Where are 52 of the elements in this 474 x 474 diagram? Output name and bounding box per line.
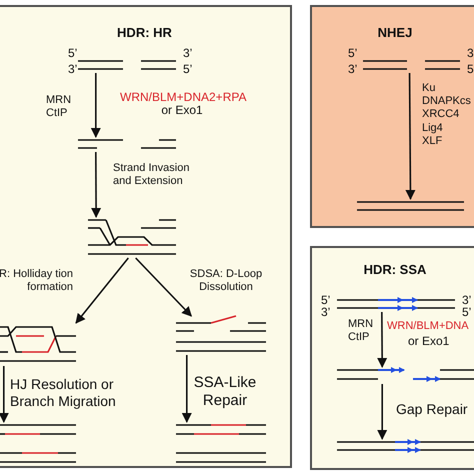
panel-title: HDR: HR <box>116 25 173 40</box>
arrow <box>182 355 192 423</box>
edge-label: HJ Resolution or Branch Migration <box>10 376 117 410</box>
edge-label: R: Holliday tion formation <box>0 268 73 294</box>
arrow <box>75 258 129 324</box>
strand-end-label: 3’ <box>321 306 330 318</box>
arrow <box>90 73 101 138</box>
protein-label: WRN/BLM+DNA2+RPA <box>120 91 244 103</box>
dna-strands-drawing <box>176 422 266 465</box>
dna-strands-drawing <box>176 316 266 354</box>
dna-strands-drawing <box>337 367 474 383</box>
dna-strands-drawing <box>78 58 177 72</box>
edge-label: Ku DNAPKcs XRCC4 Lig4 XLF <box>422 82 472 148</box>
panel-title: HDR: SSA <box>362 262 428 277</box>
dna-strands-drawing <box>337 297 455 311</box>
protein-label: WRN/BLM+DNA <box>387 321 469 332</box>
strand-end-label: 5 <box>467 63 474 75</box>
strand-end-label: 5’ <box>321 294 330 306</box>
arrow <box>377 312 388 368</box>
panel <box>310 5 474 228</box>
dna-strands-drawing <box>0 323 76 365</box>
arrow <box>405 73 416 200</box>
edge-label: MRN CtIP <box>348 318 374 344</box>
edge-label: SSA-Like Repair <box>192 374 258 410</box>
edge-label: SDSA: D-Loop Dissolution <box>188 268 264 294</box>
strand-end-label: 5’ <box>68 47 78 59</box>
arrow <box>377 384 388 440</box>
arrow <box>91 152 102 218</box>
edge-label: Gap Repair <box>396 401 469 418</box>
panel <box>310 246 474 470</box>
dna-strands-drawing <box>78 137 177 151</box>
panel-title: NHEJ <box>376 25 414 40</box>
dna-strands-drawing <box>0 422 76 465</box>
strand-end-label: 3 <box>467 47 474 59</box>
strand-end-label: 3’ <box>183 47 192 59</box>
strand-end-label: 3’ <box>68 63 78 75</box>
strand-end-label: 5’ <box>348 47 358 59</box>
strand-end-label: or Exo1 <box>408 335 450 347</box>
strand-end-label: 5’ <box>462 306 472 318</box>
dna-strands-drawing <box>363 58 460 72</box>
arrow <box>0 366 9 423</box>
panel <box>0 5 292 468</box>
arrow <box>135 257 192 317</box>
edge-label: Strand Invasion and Extension <box>113 162 190 188</box>
strand-end-label: 5’ <box>183 63 192 75</box>
strand-end-label: 3’ <box>462 294 472 306</box>
dna-strands-drawing <box>357 199 464 213</box>
dna-strands-drawing <box>337 439 474 453</box>
strand-end-label: 3’ <box>348 63 358 75</box>
dna-strands-drawing <box>86 217 178 257</box>
strand-end-label: or Exo1 <box>160 104 204 116</box>
edge-label: MRN CtIP <box>46 94 72 120</box>
